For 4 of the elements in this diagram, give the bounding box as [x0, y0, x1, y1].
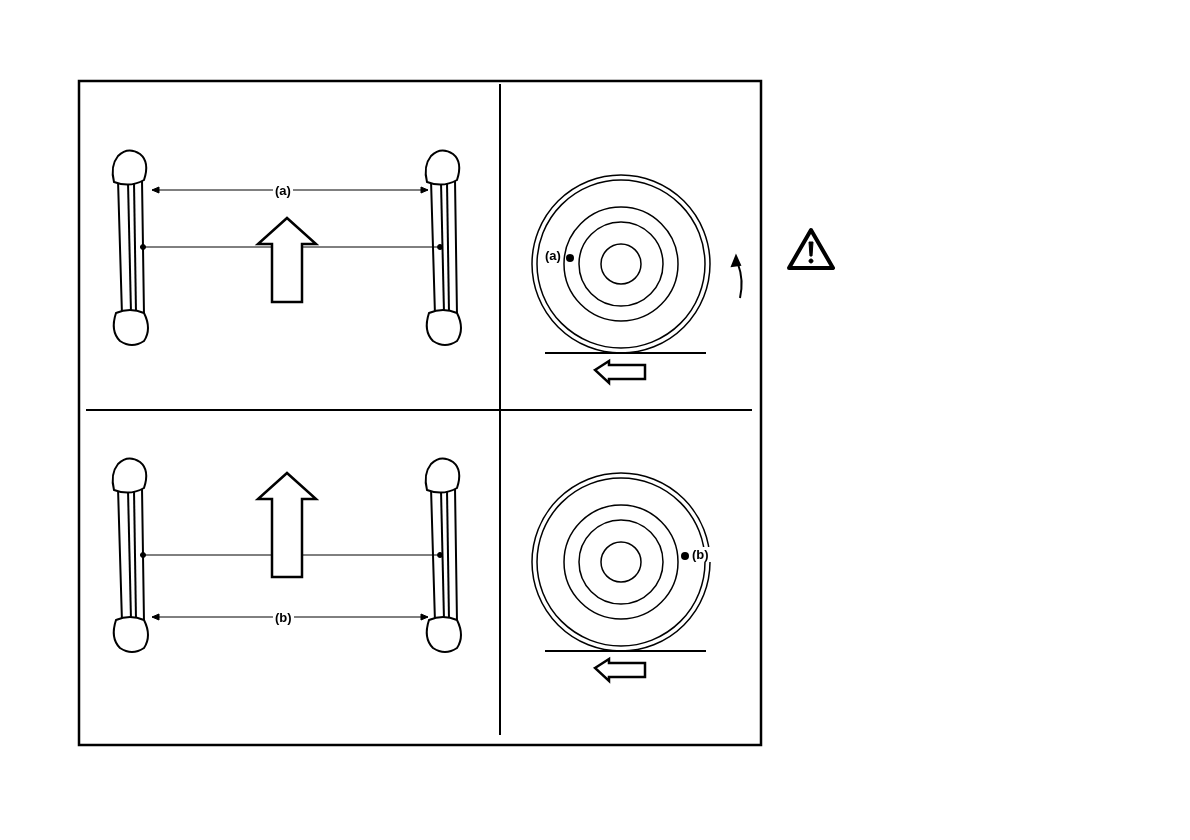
point-label: (a) — [543, 248, 563, 263]
dimension-label: (b) — [273, 610, 294, 625]
point-label: (b) — [690, 547, 711, 562]
dimension-label: (a) — [273, 183, 293, 198]
